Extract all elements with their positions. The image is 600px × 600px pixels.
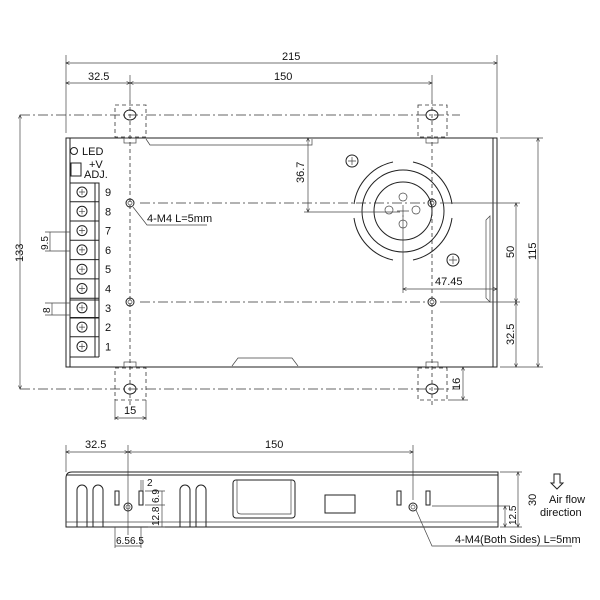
- terminal-label: 9: [105, 187, 111, 199]
- side-dim-6-9: 6.9: [151, 489, 162, 503]
- terminal-screw-icon: [76, 205, 88, 217]
- led-label: LED: [82, 146, 103, 158]
- terminal-label: 7: [105, 226, 111, 238]
- terminal-screw-icon: [76, 263, 88, 275]
- led-indicator: [70, 147, 78, 155]
- terminal-label: 3: [105, 303, 111, 315]
- dim-47-45: 47.45: [435, 276, 463, 288]
- terminal-screw-icon: [76, 302, 88, 314]
- side-dim-32-5: 32.5: [85, 439, 106, 451]
- terminal-screw-icon: [76, 186, 88, 198]
- vadj-potentiometer[interactable]: [70, 162, 82, 177]
- dim-115: 115: [527, 242, 539, 260]
- side-screw-note: 4-M4(Both Sides) L=5mm: [455, 534, 581, 546]
- terminal-screw-icon: [76, 283, 88, 294]
- fan-grille: [345, 154, 460, 267]
- dim-36-7: 36.7: [295, 162, 307, 183]
- vadj-label-2: ADJ.: [84, 169, 108, 181]
- dim-215: 215: [282, 51, 300, 63]
- window-cutout: [324, 494, 356, 514]
- airflow-arrow-icon: [549, 473, 565, 490]
- dim-9-5: 9.5: [40, 236, 51, 250]
- terminal-label: 8: [105, 206, 111, 218]
- dim-50: 50: [505, 246, 517, 258]
- airflow-label: Air flow: [549, 494, 585, 506]
- terminal-screw-icon: [76, 244, 88, 256]
- terminal-block: 9 8 7 6 5 4 3 2 1: [69, 182, 111, 358]
- handle-cutout: [232, 479, 296, 519]
- terminal-label: 6: [105, 245, 111, 257]
- dim-16: 16: [451, 378, 463, 390]
- terminal-screw-icon: [76, 340, 88, 352]
- chassis-body: [65, 137, 498, 368]
- terminal-label: 2: [105, 322, 111, 334]
- side-dim-2: 2: [147, 478, 153, 489]
- dim-133: 133: [14, 244, 26, 262]
- side-dim-30: 30: [527, 494, 539, 506]
- vent-slots: [76, 484, 207, 527]
- dim-15: 15: [124, 405, 136, 417]
- airflow-label-2: direction: [540, 507, 582, 519]
- chassis-side: [65, 471, 499, 528]
- side-dim-12-5: 12.5: [508, 505, 519, 525]
- side-dim-150: 150: [265, 439, 283, 451]
- side-dim-6-5-left: 6.5: [116, 536, 130, 547]
- side-dim-12-8: 12.8: [151, 506, 162, 526]
- terminal-label: 1: [105, 341, 111, 353]
- terminal-label: 4: [105, 284, 111, 296]
- dim-32-5-right: 32.5: [505, 324, 517, 345]
- dim-32-5: 32.5: [88, 71, 109, 83]
- side-view: 32.5 150 2 6.9 12.8 6.5 6.5 30 12.5 Air …: [66, 439, 585, 548]
- vadj-label: +V: [89, 159, 103, 171]
- top-view: 215 32.5 150 4-M4 L=5mm LED +V: [14, 51, 543, 420]
- dim-150: 150: [274, 71, 292, 83]
- terminal-label: 5: [105, 264, 111, 276]
- side-dim-6-5-right: 6.5: [130, 536, 144, 547]
- terminal-screw-icon: [76, 225, 88, 237]
- screw-note: 4-M4 L=5mm: [147, 213, 212, 225]
- terminal-screw-icon: [76, 321, 88, 333]
- dim-8: 8: [42, 307, 53, 313]
- mounting-tabs: [114, 104, 448, 401]
